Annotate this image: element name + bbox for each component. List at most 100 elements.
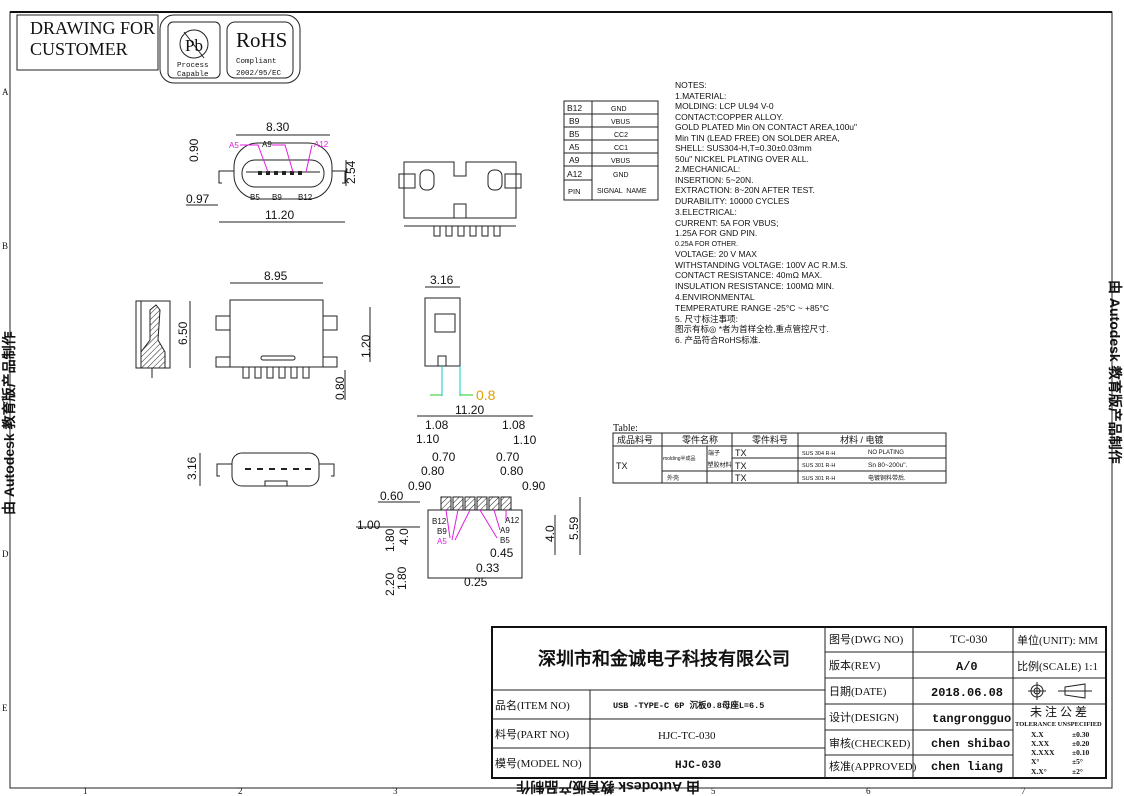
svg-text:2: 2 [238,786,243,796]
dim-1-20: 1.20 [359,334,373,358]
mt-plating: NO PLATING [868,450,904,456]
mt-part: 外壳 [667,474,679,482]
signal-cell: CC1 [614,145,628,152]
date-label: 日期(DATE) [829,685,887,698]
material-table-title: Table: [613,423,638,434]
fp-label-a5: A5 [437,537,447,546]
dim-sink-0-8: 0.8 [476,387,496,403]
watermark-right: 由 Autodesk 教育版产品制作 [1107,280,1123,464]
title-block: 深圳市和金诚电子科技有限公司 品名(ITEM NO) 料号(PART NO) 模… [491,626,1107,779]
checked-value: chen shibao [931,737,1010,751]
dim-fp-0-25: 0.25 [464,575,488,589]
approved-value: chen liang [931,760,1003,774]
svg-text:X.X°: X.X° [1031,767,1047,776]
signal-header: SIGNAL NAME [597,188,647,195]
dim-fp-4-0-a: 4.0 [397,528,411,545]
pin-cell: B5 [569,129,580,139]
fp-label-a12: A12 [505,516,520,525]
rohs-title: RoHS [236,28,287,52]
svg-text:图示有标◎ *者为首样全检,重点管控尺寸.: 图示有标◎ *者为首样全检,重点管控尺寸. [675,324,829,334]
svg-text:GOLD PLATED Min ON CONTACT ARE: GOLD PLATED Min ON CONTACT AREA,100u" [675,122,857,132]
unit-label: 单位(UNIT): MM [1017,633,1098,647]
company-name: 深圳市和金诚电子科技有限公司 [538,648,790,669]
design-label: 设计(DESIGN) [829,711,899,724]
svg-text:50u" NICKEL PLATING OVER ALL.: 50u" NICKEL PLATING OVER ALL. [675,154,809,164]
tolerance-list: X.X±0.30 X.XX±0.20 X.XXX±0.10 X°±5° X.X°… [1031,730,1089,776]
mt-header: 材料 / 电镀 [840,434,884,445]
rohs-line1: Compliant [236,58,277,66]
dim-6-50: 6.50 [176,321,190,345]
zone-numbers: 1 2 3 4 5 6 7 [83,786,1026,796]
svg-text:WITHSTANDING VOLTAGE: 100V AC: WITHSTANDING VOLTAGE: 100V AC R.M.S. [675,260,848,270]
pin-label-a5: A5 [229,141,239,150]
svg-text:4: 4 [553,786,558,796]
pin-label-b9: B9 [272,193,282,202]
right-side-view: 3.16 0.8 [424,273,496,403]
svg-text:5. 尺寸标注事项:: 5. 尺寸标注事项: [675,314,738,324]
checked-label: 审核(CHECKED) [829,736,911,750]
section-view: 6.50 [135,300,191,378]
svg-text:D: D [2,549,9,559]
svg-text:C: C [2,395,8,405]
mt-part-no: TX [735,461,747,471]
dim-fp-1-08-left: 1.08 [425,418,449,432]
pin-label-a12: A12 [314,140,329,149]
svg-text:3.ELECTRICAL:: 3.ELECTRICAL: [675,207,737,217]
dim-fp-0-70-left: 0.70 [432,450,456,464]
svg-text:±2°: ±2° [1072,767,1083,776]
fp-label-b12: B12 [432,517,447,526]
svg-text:Min TIN (LEAD FREE) ON SOLDER: Min TIN (LEAD FREE) ON SOLDER AREA, [675,133,840,143]
dim-fp-0-80-right: 0.80 [500,464,524,478]
svg-text:2.MECHANICAL:: 2.MECHANICAL: [675,164,740,174]
notes: NOTES: 1.MATERIAL: MOLDING: LCP UL94 V-0… [675,80,857,345]
svg-text:SHELL: SUS304-H,T=0.30±0.03mm: SHELL: SUS304-H,T=0.30±0.03mm [675,143,812,153]
svg-text:X.XXX: X.XXX [1031,748,1055,757]
pin-cell: A9 [569,155,580,165]
pb-line2: Capable [177,71,209,79]
pb-symbol: Pb [185,36,203,55]
pin-header: PIN [568,187,581,196]
mt-plating: 电镀铜料带后. [868,474,906,482]
drawing-for-text: DRAWING FOR [30,18,155,38]
pin-label-a9: A9 [262,140,272,149]
date-value: 2018.06.08 [931,686,1003,700]
mt-material: SUS 301 R-H [802,463,835,469]
svg-text:1.MATERIAL:: 1.MATERIAL: [675,91,726,101]
pin-label-b5: B5 [250,193,260,202]
rohs-line2: 2002/95/EC [236,70,282,78]
svg-text:7: 7 [1021,786,1026,796]
svg-text:±0.20: ±0.20 [1072,739,1089,748]
svg-text:DURABILITY: 10000 CYCLES: DURABILITY: 10000 CYCLES [675,196,790,206]
dim-fp-0-90-left: 0.90 [408,479,432,493]
dim-end-3-16: 3.16 [185,456,199,480]
mt-header: 零件名称 [682,434,718,445]
part-value: HJC-TC-030 [658,730,716,742]
svg-text:INSERTION: 5~20N.: INSERTION: 5~20N. [675,175,754,185]
dim-3-16: 3.16 [430,273,454,287]
svg-text:3: 3 [393,786,398,796]
svg-text:CURRENT: 5A FOR VBUS;: CURRENT: 5A FOR VBUS; [675,218,778,228]
rohs-logo [226,21,294,79]
fp-label-b5: B5 [500,536,510,545]
mt-part-no: TX [735,473,747,483]
signal-cell: VBUS [611,119,630,126]
dim-8-30: 8.30 [266,120,290,134]
dim-11-20: 11.20 [265,208,294,222]
svg-text:CONTACT RESISTANCE: 40mΩ MAX.: CONTACT RESISTANCE: 40mΩ MAX. [675,270,822,280]
pb-line1: Process [177,62,209,70]
dim-fp-11-20: 11.20 [455,403,484,417]
dim-fp-1-10-right: 1.10 [513,433,537,447]
svg-text:NOTES:: NOTES: [675,80,707,90]
svg-text:EXTRACTION: 8~20N AFTER TEST.: EXTRACTION: 8~20N AFTER TEST. [675,185,815,195]
mt-plating: Sn 80~200u". [868,462,908,469]
dim-fp-0-90-right: 0.90 [522,479,546,493]
svg-text:A: A [2,87,9,97]
tolerance-title: 未 注 公 差 [1030,704,1087,719]
item-label: 品名(ITEM NO) [495,698,570,712]
signal-cell: GND [613,172,629,179]
model-value: HJC-030 [675,760,721,772]
watermark-left: 由 Autodesk 教育版产品制作 [1,331,17,515]
compliance-logos [159,14,301,84]
svg-text:CONTACT:COPPER ALLOY.: CONTACT:COPPER ALLOY. [675,112,783,122]
approved-label: 核准(APPROVED) [829,759,917,773]
